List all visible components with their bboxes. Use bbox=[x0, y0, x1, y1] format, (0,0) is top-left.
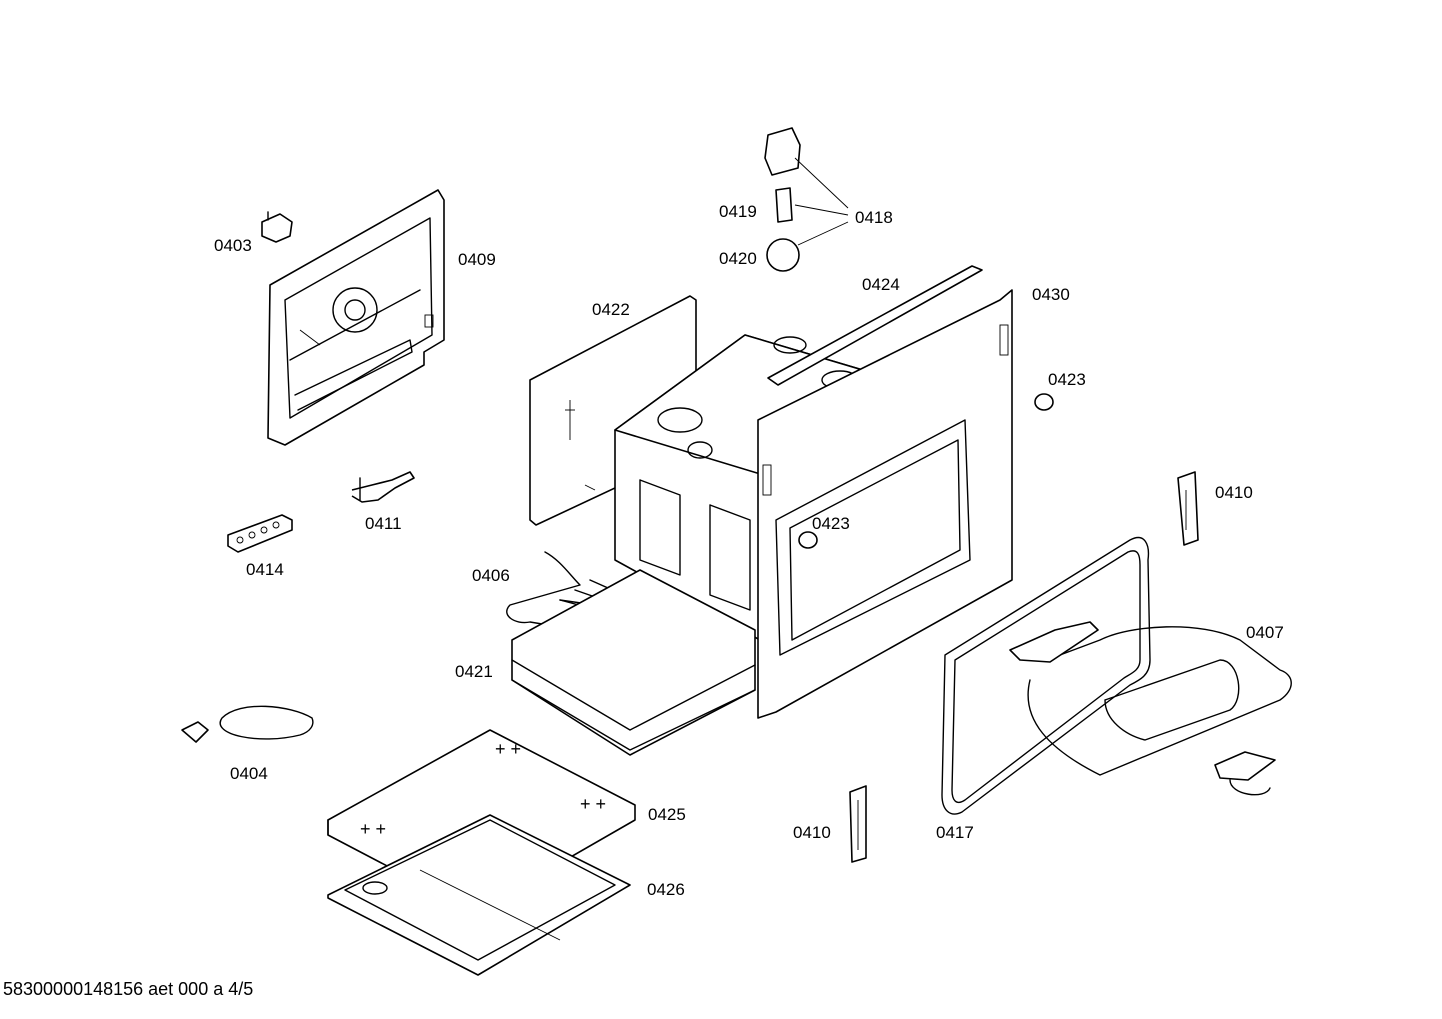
label-0421: 0421 bbox=[455, 662, 493, 681]
part-0411-bracket bbox=[351, 471, 415, 503]
part-0424-top-rail bbox=[767, 265, 983, 386]
part-0407-grill-element bbox=[1009, 621, 1292, 796]
label-0425: 0425 bbox=[648, 805, 686, 824]
label-0411: 0411 bbox=[365, 514, 402, 533]
part-0418-lamp-holder bbox=[764, 127, 849, 272]
label-0426: 0426 bbox=[647, 880, 685, 899]
part-0423-knob-lower bbox=[798, 531, 818, 549]
label-0409: 0409 bbox=[458, 250, 496, 269]
label-0417: 0417 bbox=[936, 823, 974, 842]
part-0409-rear-panel bbox=[267, 189, 445, 446]
label-0420: 0420 bbox=[719, 249, 757, 268]
part-0421-bottom-tray bbox=[511, 569, 756, 756]
label-0424: 0424 bbox=[862, 275, 900, 294]
label-0410-upper: 0410 bbox=[1215, 483, 1253, 502]
label-0410-lower: 0410 bbox=[793, 823, 831, 842]
svg-text:+ +: + + bbox=[495, 739, 521, 759]
label-0419: 0419 bbox=[719, 202, 757, 221]
label-0406: 0406 bbox=[472, 566, 510, 585]
document-code: 58300000148156 aet 000 a 4/5 bbox=[3, 979, 254, 999]
part-0403-connector bbox=[261, 211, 293, 243]
part-0426-base-frame bbox=[327, 814, 631, 976]
part-0410-hinge-lower bbox=[849, 785, 867, 863]
label-0418: 0418 bbox=[855, 208, 893, 227]
part-0410-hinge-upper bbox=[1177, 471, 1199, 546]
part-0417-door-seal bbox=[941, 536, 1151, 815]
label-0422: 0422 bbox=[592, 300, 630, 319]
part-0430-front-frame bbox=[757, 289, 1013, 719]
label-0404: 0404 bbox=[230, 764, 268, 783]
svg-text:+ +: + + bbox=[360, 819, 386, 839]
part-0404-power-cable bbox=[181, 705, 314, 743]
label-0430: 0430 bbox=[1032, 285, 1070, 304]
svg-text:+ +: + + bbox=[580, 794, 606, 814]
label-0423-lower: 0423 bbox=[812, 514, 850, 533]
label-0414: 0414 bbox=[246, 560, 284, 579]
part-0414-terminal-block bbox=[227, 514, 293, 553]
part-0423-knob-upper bbox=[1034, 393, 1054, 411]
label-0403: 0403 bbox=[214, 236, 252, 255]
label-0423-upper: 0423 bbox=[1048, 370, 1086, 389]
label-0407: 0407 bbox=[1246, 623, 1284, 642]
